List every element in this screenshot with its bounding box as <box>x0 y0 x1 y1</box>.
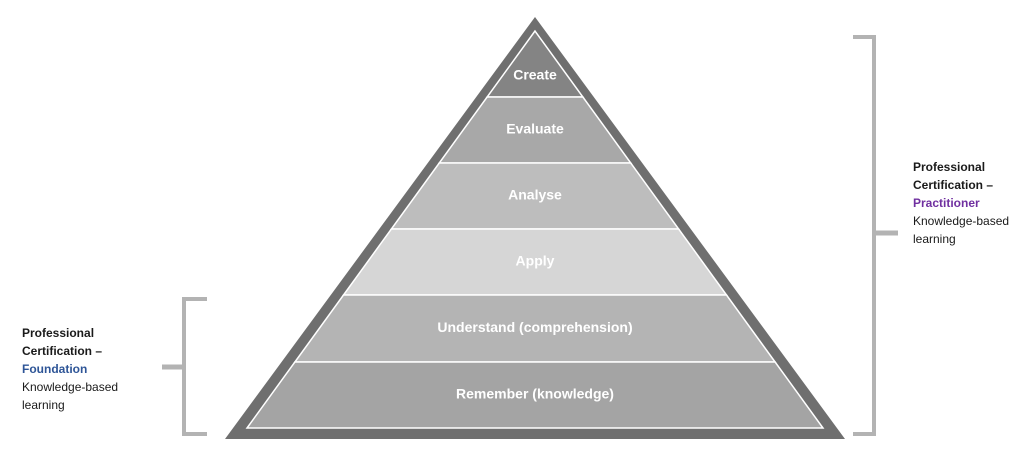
pyramid-tier-label: Analyse <box>508 187 562 203</box>
pyramid-tier-label: Apply <box>516 253 555 269</box>
practitioner-title-line2: Certification – <box>913 178 994 192</box>
practitioner-bracket <box>853 35 898 436</box>
foundation-description: Professional Certification – Foundation … <box>22 324 162 414</box>
practitioner-desc-line2: learning <box>913 232 956 246</box>
practitioner-desc-line1: Knowledge-based <box>913 214 1010 228</box>
practitioner-title-line1: Professional <box>913 160 986 174</box>
practitioner-description: Professional Certification – Practitione… <box>913 158 1023 248</box>
foundation-title-line1: Professional <box>22 326 95 340</box>
practitioner-level: Practitioner <box>913 196 980 210</box>
pyramid-tier-label: Understand (comprehension) <box>437 319 632 335</box>
pyramid-tier-label: Create <box>513 67 557 83</box>
pyramid-tier-label: Remember (knowledge) <box>456 386 614 402</box>
foundation-desc-line1: Knowledge-based <box>22 380 119 394</box>
pyramid-tier <box>245 361 825 429</box>
foundation-title-line2: Certification – <box>22 344 103 358</box>
foundation-desc-line2: learning <box>22 398 65 412</box>
foundation-level: Foundation <box>22 362 88 376</box>
pyramid-tier-label: Evaluate <box>506 121 564 137</box>
foundation-bracket <box>162 297 207 436</box>
